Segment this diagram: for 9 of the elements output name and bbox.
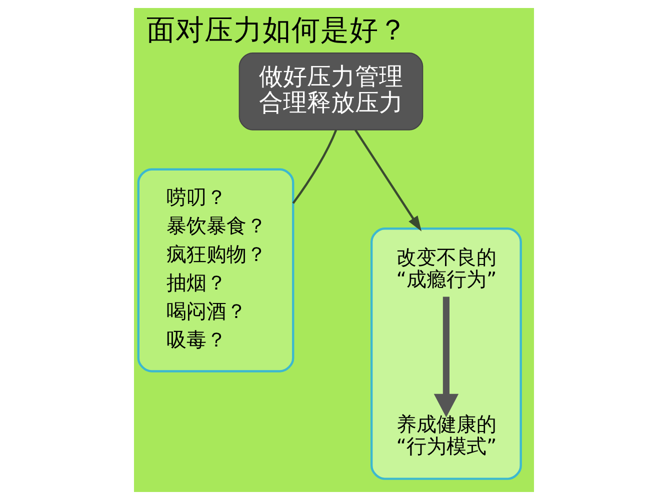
node-box: 做好压力管理合理释放压力 xyxy=(238,52,423,130)
node-text: 改变不良的“成瘾行为” xyxy=(396,246,496,292)
node-box: 唠叨？ 暴饮暴食？ 疯狂购物？ 抽烟？ 喝闷酒？ 吸毒？ xyxy=(136,168,294,372)
diagram-title: 面对压力如何是好？ xyxy=(146,14,408,47)
connector xyxy=(292,130,337,204)
arrow xyxy=(433,296,458,418)
arrow xyxy=(354,129,422,232)
cluster xyxy=(370,228,522,480)
node-text: 养成健康的“行为模式” xyxy=(396,412,496,458)
